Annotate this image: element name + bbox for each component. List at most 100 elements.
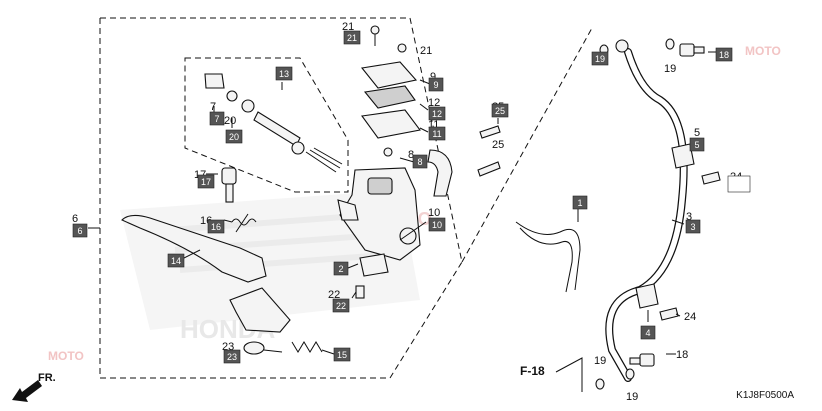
reference-label[interactable]: F-18 xyxy=(520,364,545,378)
callout-19-b[interactable]: 19 xyxy=(664,63,676,75)
hose-clamp-4 xyxy=(635,283,659,309)
callout-21-b[interactable]: 21 xyxy=(420,45,432,57)
brake-switch xyxy=(359,253,389,277)
f18-leader xyxy=(555,357,583,392)
bolt-24-upper xyxy=(701,171,721,185)
screw-21 xyxy=(370,25,407,53)
svg-text:7: 7 xyxy=(214,114,219,124)
switch-wires-2 xyxy=(519,227,573,293)
svg-text:22: 22 xyxy=(328,289,340,301)
svg-text:1: 1 xyxy=(577,198,582,208)
callout-4[interactable]: 4 xyxy=(640,325,656,340)
callout-24-a[interactable]: 24 xyxy=(727,171,751,193)
switch-wires xyxy=(515,221,581,291)
callout-25-b[interactable]: 25 xyxy=(492,139,504,151)
hose-clamp-5 xyxy=(671,143,695,169)
callout-15[interactable]: 15 xyxy=(333,347,351,362)
svg-text:21: 21 xyxy=(347,33,357,43)
svg-text:25: 25 xyxy=(495,106,505,116)
callout-6[interactable]: 66 xyxy=(72,213,88,238)
callout-9[interactable]: 99 xyxy=(428,71,444,92)
clip-8 xyxy=(383,147,393,157)
lever-bracket xyxy=(229,287,291,333)
svg-text:19: 19 xyxy=(664,63,676,75)
callout-1[interactable]: 1 xyxy=(572,195,588,210)
hose-leader-line xyxy=(461,27,593,263)
callout-5[interactable]: 55 xyxy=(689,127,705,152)
reservoir-cap xyxy=(360,61,421,139)
svg-text:14: 14 xyxy=(171,256,181,266)
svg-text:11: 11 xyxy=(432,129,441,139)
callout-19-c[interactable]: 19 xyxy=(594,355,606,367)
front-direction-label: FR. xyxy=(38,372,56,384)
banjo-bolt-upper xyxy=(599,38,705,57)
svg-text:6: 6 xyxy=(72,213,78,225)
svg-text:12: 12 xyxy=(432,109,442,119)
svg-text:17: 17 xyxy=(201,177,211,187)
svg-text:8: 8 xyxy=(408,149,414,161)
piston-parts xyxy=(204,73,343,173)
bolt-24-lower xyxy=(659,307,679,321)
leader-lines xyxy=(88,51,716,355)
svg-text:19: 19 xyxy=(594,355,606,367)
svg-text:22: 22 xyxy=(336,301,346,311)
bolts-25 xyxy=(477,125,501,177)
callout-24-b[interactable]: 24 xyxy=(684,311,696,323)
svg-text:5: 5 xyxy=(694,140,699,150)
callout-2[interactable]: 2 xyxy=(333,261,349,276)
svg-text:11: 11 xyxy=(428,119,439,131)
brake-hose xyxy=(605,48,688,382)
diagram-code: K1J8F0500A xyxy=(736,390,794,401)
boot-23 xyxy=(243,341,265,355)
return-spring xyxy=(291,341,323,353)
hose-joint xyxy=(427,149,453,197)
svg-text:24: 24 xyxy=(684,311,696,323)
callout-8[interactable]: 88 xyxy=(408,149,428,169)
svg-text:13: 13 xyxy=(279,69,289,79)
callout-3[interactable]: 33 xyxy=(685,211,701,234)
svg-text:8: 8 xyxy=(417,157,422,167)
callout-18-lower[interactable]: 18 xyxy=(676,349,688,361)
callout-13[interactable]: 13 xyxy=(275,66,293,81)
callout-14[interactable]: 14 xyxy=(167,253,185,268)
callout-17[interactable]: 1717 xyxy=(194,169,215,189)
svg-text:12: 12 xyxy=(428,97,440,109)
svg-text:10: 10 xyxy=(432,220,442,230)
svg-text:5: 5 xyxy=(694,127,700,139)
svg-text:16: 16 xyxy=(211,222,221,232)
svg-text:18: 18 xyxy=(676,349,688,361)
svg-text:15: 15 xyxy=(337,350,347,360)
svg-text:20: 20 xyxy=(224,115,236,127)
front-arrow-icon xyxy=(12,380,42,402)
svg-text:23: 23 xyxy=(227,352,237,362)
svg-text:19: 19 xyxy=(626,391,638,403)
svg-text:9: 9 xyxy=(433,80,438,90)
svg-text:3: 3 xyxy=(690,222,695,232)
piston-set-outline xyxy=(184,57,349,193)
callout-18-upper[interactable]: 18 xyxy=(715,47,733,62)
pivot-bolt xyxy=(221,167,237,203)
svg-text:18: 18 xyxy=(719,50,729,60)
callout-19-d[interactable]: 19 xyxy=(626,391,638,403)
svg-text:3: 3 xyxy=(686,211,692,223)
svg-text:25: 25 xyxy=(492,139,504,151)
svg-text:21: 21 xyxy=(420,45,432,57)
svg-text:21: 21 xyxy=(342,21,354,33)
svg-text:6: 6 xyxy=(77,226,82,236)
moto-watermark-small: MOTO xyxy=(48,349,84,363)
svg-text:20: 20 xyxy=(229,132,239,142)
master-cylinder-body xyxy=(337,167,421,261)
callout-7[interactable]: 77 xyxy=(209,101,225,126)
